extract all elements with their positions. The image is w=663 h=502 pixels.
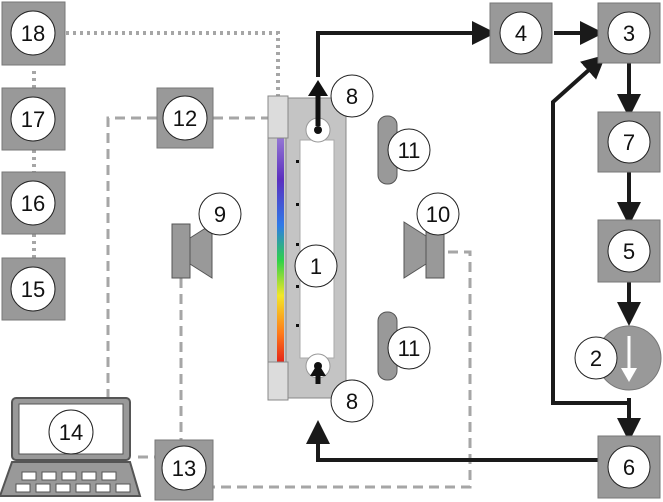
dashed-link-10-13 xyxy=(213,250,472,489)
unit-17: 17 xyxy=(1,87,66,151)
unit-5-label: 5 xyxy=(623,239,635,264)
flow-cell-1: 1 xyxy=(267,95,347,401)
color-scale-strip xyxy=(277,112,284,382)
block-11-bottom-label: 11 xyxy=(398,336,421,361)
light-9-label: 9 xyxy=(214,202,226,227)
unit-3-label: 3 xyxy=(623,21,635,46)
unit-7-label: 7 xyxy=(623,130,635,155)
unit-4-label: 4 xyxy=(515,21,527,46)
unit-5: 5 xyxy=(597,219,661,283)
dashed-link-12-computer xyxy=(106,116,157,398)
light-source-9: 9 xyxy=(171,192,242,279)
unit-3: 3 xyxy=(597,2,661,64)
unit-4: 4 xyxy=(489,2,553,64)
unit-12: 12 xyxy=(156,87,214,149)
unit-15: 15 xyxy=(1,257,66,321)
port-8-top-label: 8 xyxy=(346,84,358,109)
cell-1-label: 1 xyxy=(310,254,322,279)
unit-18: 18 xyxy=(1,1,66,66)
flow-6-to-8bottom xyxy=(306,420,598,462)
unit-13: 13 xyxy=(154,439,214,501)
light-source-10: 10 xyxy=(403,192,460,279)
unit-18-label: 18 xyxy=(21,21,45,46)
computer-14-label: 14 xyxy=(59,420,83,445)
unit-17-label: 17 xyxy=(21,107,45,132)
block-11-top-label: 11 xyxy=(398,138,421,163)
block-11-bottom: 11 xyxy=(377,311,431,381)
unit-16: 16 xyxy=(1,171,66,235)
unit-13-label: 13 xyxy=(172,456,196,481)
dotted-link-18-cell xyxy=(66,31,280,98)
unit-15-label: 15 xyxy=(21,277,45,302)
pump-2-label: 2 xyxy=(590,346,602,371)
port-8-bottom: 8 xyxy=(330,379,374,423)
unit-16-label: 16 xyxy=(21,191,45,216)
block-11-top: 11 xyxy=(377,115,431,185)
unit-12-label: 12 xyxy=(173,106,197,131)
flow-bypass-to-3 xyxy=(551,54,629,405)
unit-6-label: 6 xyxy=(623,455,635,480)
unit-7: 7 xyxy=(597,111,661,173)
light-10-label: 10 xyxy=(426,202,450,227)
port-8-bottom-label: 8 xyxy=(346,389,358,414)
pump-2: 2 xyxy=(574,325,662,391)
port-8-top: 8 xyxy=(330,74,374,118)
unit-6: 6 xyxy=(597,435,661,499)
computer-14: 14 xyxy=(0,397,142,497)
keyboard-icon xyxy=(15,471,131,493)
flow-8top-to-4 xyxy=(316,21,496,77)
